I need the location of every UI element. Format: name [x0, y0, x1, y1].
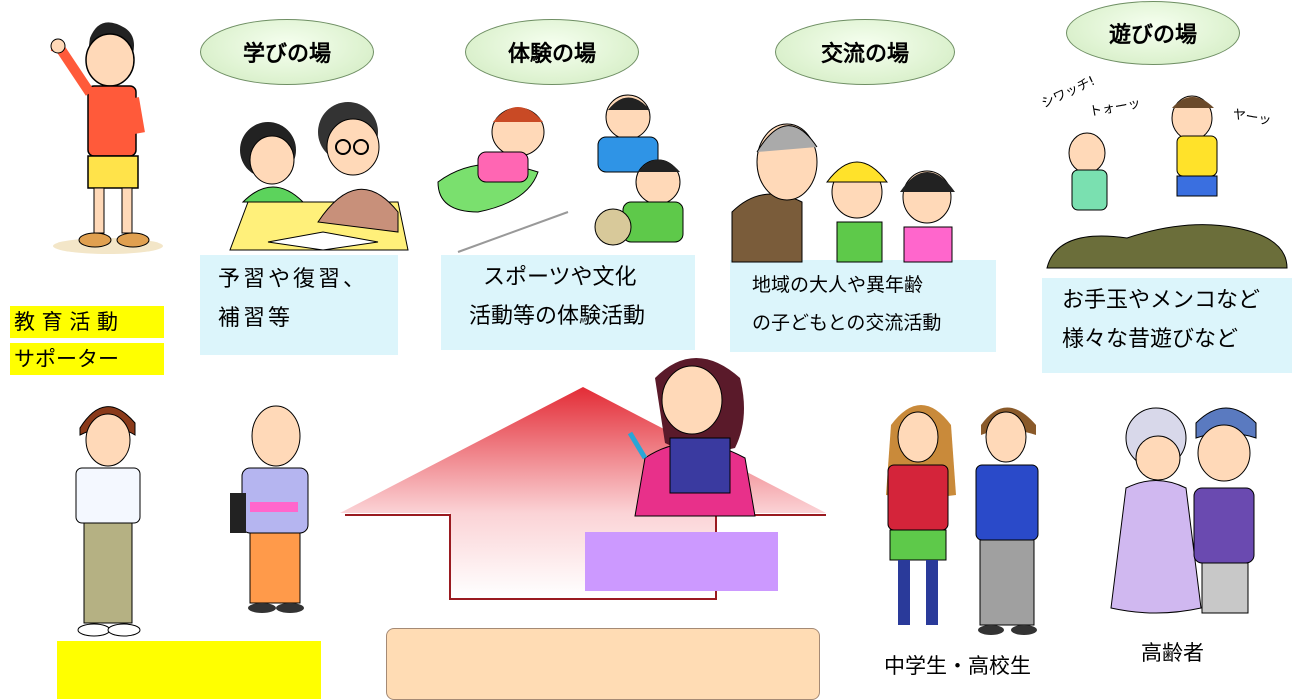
- yellow-blank-box: [57, 641, 321, 699]
- venue-label-learning: 学びの場: [242, 42, 331, 67]
- activity-box-play: お手玉やメンコなど 様々な昔遊びなど: [1042, 278, 1292, 373]
- peach-box: [386, 628, 820, 700]
- purple-box: [585, 532, 778, 591]
- venue-label-play: 遊びの場: [1108, 23, 1197, 48]
- activity-exchange-line1: 地域の大人や異年齢: [752, 274, 924, 296]
- activity-play-line1: お手玉やメンコなど: [1062, 288, 1261, 313]
- supporter-label-line1: 教 育 活 動: [10, 306, 164, 338]
- venue-oval-exchange: 交流の場: [775, 19, 955, 85]
- venue-label-exchange: 交流の場: [820, 42, 909, 67]
- activity-learning-line1: 予習や復習、: [218, 267, 369, 292]
- boy-waving-illustration: [50, 22, 163, 254]
- activity-experience-line1: スポーツや文化: [483, 265, 637, 290]
- activity-experience-line2: 活動等の体験活動: [469, 303, 646, 329]
- seniors-illustration: [1110, 407, 1257, 614]
- activity-learning-line2: 補習等: [218, 305, 294, 331]
- study-scene-illustration: [229, 102, 409, 251]
- activity-exchange-line2: の子どもとの交流活動: [752, 312, 942, 334]
- caption-students: 中学生・高校生: [884, 654, 1031, 678]
- venue-oval-learning: 学びの場: [200, 19, 374, 85]
- activity-box-experience: スポーツや文化 活動等の体験活動: [441, 255, 695, 350]
- older-man-illustration: [230, 405, 309, 613]
- venue-oval-experience: 体験の場: [465, 19, 639, 85]
- exchange-scene-illustration: [731, 123, 955, 263]
- activity-play-line2: 様々な昔遊びなど: [1062, 326, 1239, 352]
- supporter-label-line2: サポーター: [10, 343, 164, 375]
- sfx-toottsu: トォーッ: [1088, 96, 1142, 120]
- sfx-yaattsu: ヤーッ: [1231, 107, 1272, 129]
- venue-label-experience: 体験の場: [507, 42, 596, 67]
- activity-box-learning: 予習や復習、 補習等: [200, 255, 398, 355]
- students-illustration: [886, 405, 1039, 635]
- play-scene-illustration: シワッチ! トォーッ ヤーッ: [1039, 74, 1288, 269]
- sports-scene-illustration: [437, 94, 684, 253]
- caption-seniors: 高齢者: [1141, 641, 1204, 665]
- young-man-illustration: [75, 406, 141, 637]
- teacher-illustration: [627, 358, 756, 517]
- venue-oval-play: 遊びの場: [1066, 1, 1240, 65]
- activity-box-exchange: 地域の大人や異年齢 の子どもとの交流活動: [730, 260, 996, 352]
